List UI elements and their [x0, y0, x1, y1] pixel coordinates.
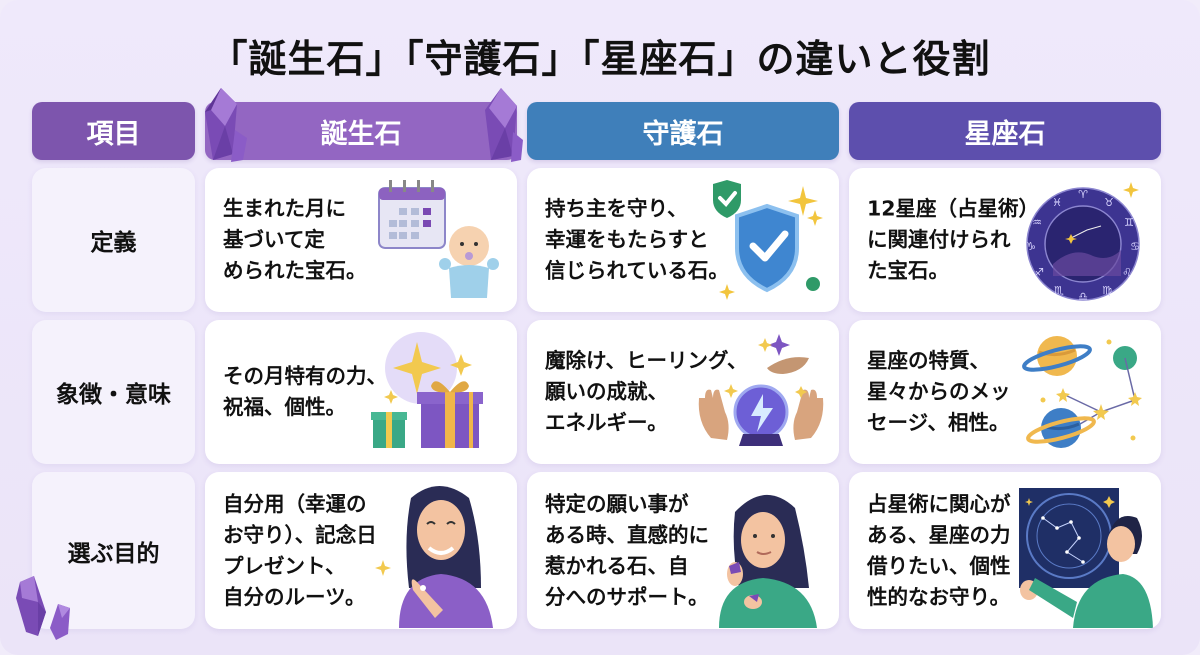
cell-birthstone-purpose: 自分用（幸運の お守り）、記念日 プレゼント、 自分のルーツ。 — [205, 472, 517, 629]
woman-smiling-ring-icon — [375, 486, 493, 628]
svg-text:♑: ♑ — [1026, 240, 1036, 253]
svg-text:♊: ♊ — [1124, 216, 1134, 229]
header-item-label: 項目 — [86, 118, 141, 150]
row-label-meaning: 象徴・意味 — [32, 320, 195, 464]
cell-zodiac-purpose: 占星術に関心が ある、星座の力 借りたい、個性 性的なお守り。 — [849, 472, 1161, 629]
header-birthstone-label: 誕生石 — [320, 118, 402, 150]
cell-text: 持ち主を守り、 幸運をもたらすと 信じられている石。 — [545, 196, 729, 283]
svg-text:♐: ♐ — [1034, 266, 1044, 279]
amethyst-crystal-decoration-icon — [16, 576, 70, 640]
svg-text:♌: ♌ — [1122, 266, 1132, 279]
cell-birthstone-meaning: その月特有の力、 祝福、個性。 — [205, 320, 517, 464]
page-title: 「誕生石」「守護石」「星座石」の違いと役割 — [209, 37, 991, 81]
header-item: 項目 — [32, 102, 195, 160]
cell-guardian-definition: 持ち主を守り、 幸運をもたらすと 信じられている石。 — [527, 168, 839, 312]
calendar-baby-icon — [378, 180, 499, 298]
zodiac-wheel-icon: ♈ ♉ ♊ ♋ ♌ ♍ ♎ ♏ ♐ ♑ ♒ ♓ — [1026, 182, 1140, 303]
comparison-table: 項目 誕生石 守護石 星座石 定義 生まれた月に 基づいて定 められた宝石。 — [32, 88, 1168, 629]
row-label-definition: 定義 — [32, 168, 195, 312]
cell-birthstone-definition: 生まれた月に 基づいて定 められた宝石。 — [205, 168, 517, 312]
cell-guardian-purpose: 特定の願い事が ある時、直感的に 惹かれる石、自 分へのサポート。 — [527, 472, 839, 629]
svg-text:♍: ♍ — [1102, 284, 1112, 297]
row-label-purpose: 選ぶ目的 — [32, 472, 195, 629]
header-zodiac: 星座石 — [849, 102, 1161, 160]
header-guardian-label: 守護石 — [642, 118, 724, 150]
svg-text:♒: ♒ — [1032, 216, 1042, 229]
svg-text:♏: ♏ — [1054, 284, 1064, 297]
cell-text: 星座の特質、 星々からのメッ セージ、相性。 — [867, 348, 1011, 435]
svg-text:♋: ♋ — [1130, 240, 1140, 253]
woman-holding-stone-icon — [719, 494, 817, 628]
shield-check-icon — [713, 180, 823, 300]
svg-text:♉: ♉ — [1104, 196, 1114, 209]
man-star-chart-icon — [1019, 488, 1153, 628]
cell-text: 占星術に関心が ある、星座の力 借りたい、個性 性的なお守り。 — [867, 491, 1011, 609]
amethyst-crystal-icon — [205, 88, 247, 162]
cell-text: 特定の願い事が ある時、直感的に 惹かれる石、自 分へのサポート。 — [545, 491, 709, 609]
cell-text: 12星座（占星術） に関連付けられ た宝石。 — [867, 196, 1040, 283]
gift-sparkle-icon — [371, 332, 483, 448]
crystal-ball-hands-icon — [698, 334, 824, 446]
svg-text:♎: ♎ — [1078, 290, 1088, 303]
svg-text:♓: ♓ — [1052, 196, 1062, 209]
planets-constellation-icon — [1022, 336, 1142, 448]
cell-text: 生まれた月に 基づいて定 められた宝石。 — [223, 196, 367, 283]
header-zodiac-label: 星座石 — [964, 118, 1046, 150]
cell-zodiac-definition: 12星座（占星術） に関連付けられ た宝石。 ♈ ♉ ♊ ♋ ♌ ♍ ♎ ♏ ♐ ♑ ♒ ♓ — [849, 168, 1161, 312]
cell-text: 自分用（幸運の お守り）、記念日 プレゼント、 自分のルーツ。 — [223, 491, 377, 609]
cell-zodiac-meaning: 星座の特質、 星々からのメッ セージ、相性。 — [849, 320, 1161, 464]
svg-text:♈: ♈ — [1078, 188, 1088, 201]
header-birthstone: 誕生石 — [205, 88, 523, 162]
cell-guardian-meaning: 魔除け、ヒーリング、 願いの成就、 エネルギー。 — [527, 320, 839, 464]
cell-text: 魔除け、ヒーリング、 願いの成就、 エネルギー。 — [545, 348, 748, 435]
cell-text: その月特有の力、 祝福、個性。 — [223, 364, 387, 419]
header-guardian: 守護石 — [527, 102, 839, 160]
amethyst-crystal-icon — [485, 88, 523, 162]
